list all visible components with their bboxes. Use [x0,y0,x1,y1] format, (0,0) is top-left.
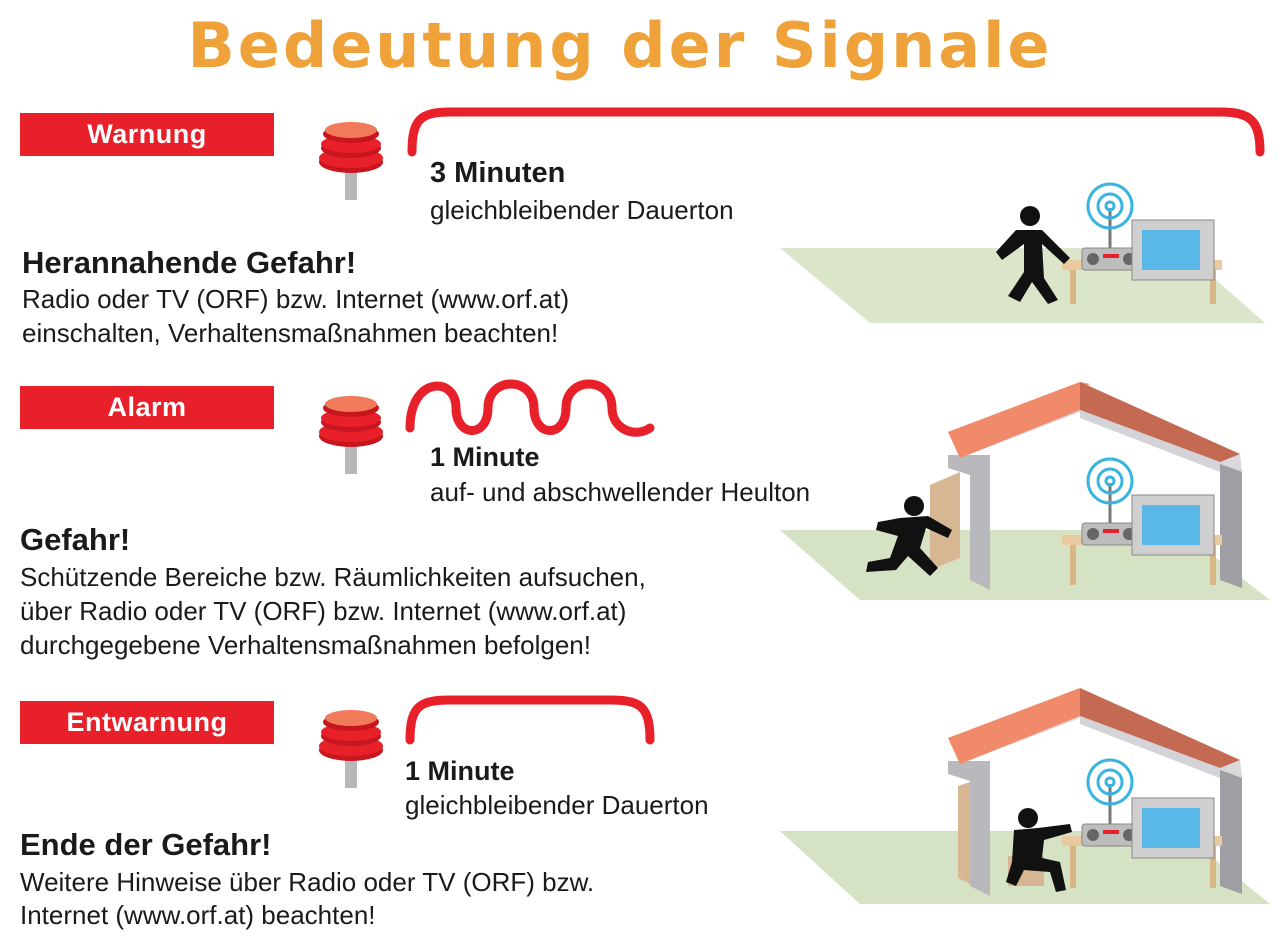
entwarnung-illustration [780,688,1270,904]
tone-label: auf- und abschwellender Heulton [430,477,811,507]
section-heading: Herannahende Gefahr! [22,245,357,280]
section-text-line: Weitere Hinweise über Radio oder TV (ORF… [20,867,595,897]
tv-icon [1131,797,1215,859]
radio-icon [1081,457,1141,546]
siren-icon [319,710,383,788]
siren-icon [319,396,383,474]
person-icon [1006,808,1072,892]
section-text-line: Internet (www.orf.at) beachten! [20,900,376,930]
tv-icon [1131,219,1215,281]
section-text-line: Schützende Bereiche bzw. Räumlichkeiten … [20,562,646,592]
signal-wave-icon [405,379,655,437]
badge-alarm: Alarm [20,386,274,429]
badge-warnung: Warnung [20,113,274,156]
warnung-illustration [780,182,1265,323]
person-icon [996,206,1070,304]
signal-curve-icon [407,107,1265,157]
section-text-line: einschalten, Verhaltensmaßnahmen beachte… [22,318,559,348]
section-text-line: über Radio oder TV (ORF) bzw. Internet (… [20,596,627,626]
tone-label: gleichbleibender Dauerton [430,195,734,225]
section-text-line: Radio oder TV (ORF) bzw. Internet (www.o… [22,284,570,314]
tone-label: gleichbleibender Dauerton [405,790,709,820]
page-title: Bedeutung der Signale [187,9,1053,82]
house-icon [948,688,1242,896]
section-heading: Gefahr! [20,522,131,557]
person-icon [866,496,952,576]
section-text-line: durchgegebene Verhaltensmaßnahmen befolg… [20,630,591,660]
signal-curve-icon [405,695,655,745]
house-icon [930,382,1242,590]
duration-label: 1 Minute [405,756,515,786]
radio-icon [1081,758,1141,847]
tv-icon [1131,494,1215,556]
section-heading: Ende der Gefahr! [20,827,272,862]
radio-icon [1081,182,1141,271]
siren-icon [319,122,383,200]
badge-entwarnung: Entwarnung [20,701,274,744]
duration-label: 3 Minuten [430,157,566,189]
alarm-illustration [780,382,1270,600]
duration-label: 1 Minute [430,442,540,472]
